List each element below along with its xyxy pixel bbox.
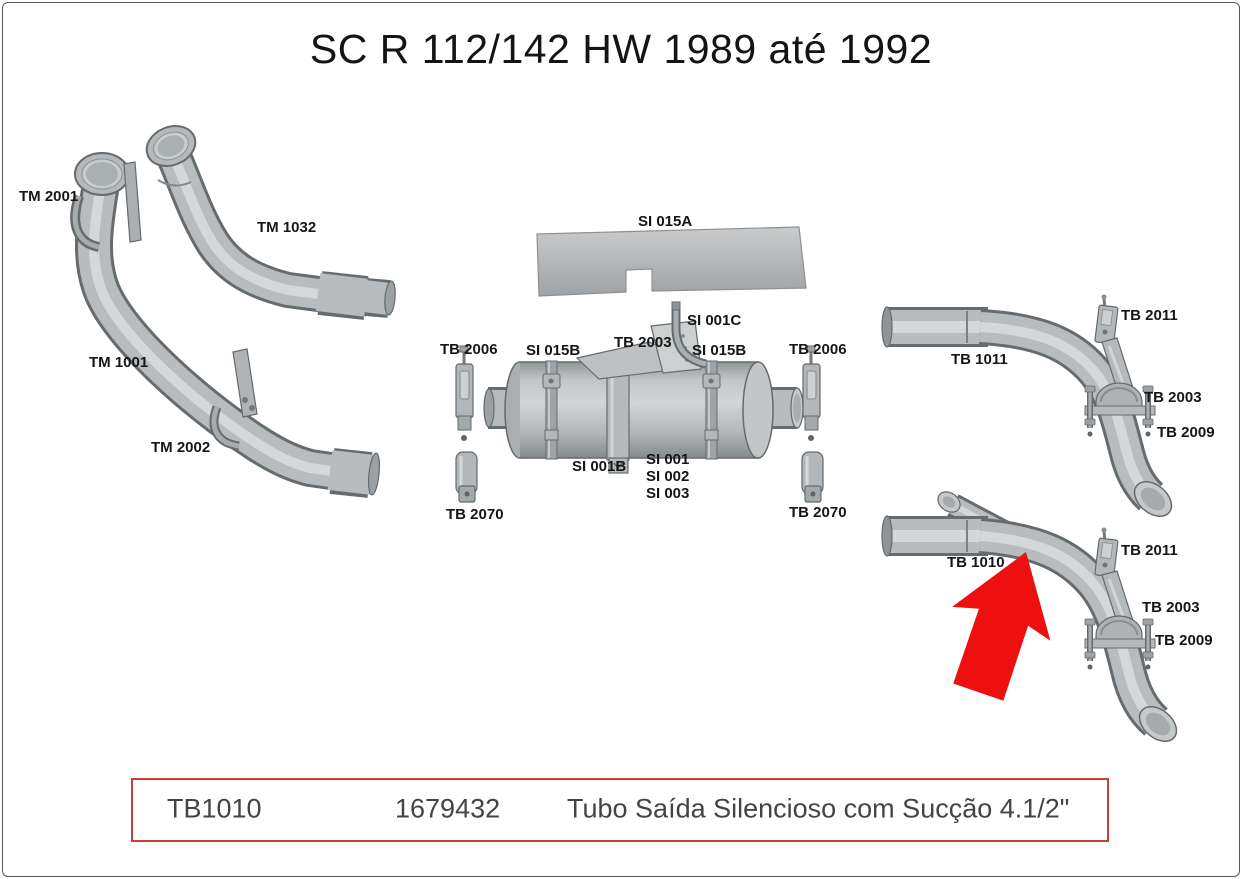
heat-shield-si-015a [536,226,807,297]
part-label-si-001c: SI 001C [687,312,742,329]
page-title: SC R 112/142 HW 1989 até 1992 [309,26,933,72]
part-label-tb-2009-lower: TB 2009 [1155,632,1213,649]
part-label-tb-2070-left: TB 2070 [446,506,504,523]
part-label-tb-1010: TB 1010 [947,554,1005,571]
part-label-si-001: SI 001 [646,451,690,468]
part-code: TB1010 [167,793,262,824]
clamp-tb-2006-right [801,344,822,443]
band-si-015b-right [702,360,721,460]
clamp-tm-2001 [70,161,142,252]
part-table-row: TB1010 1679432 Tubo Saída Silencioso com… [131,778,1109,842]
pipe-tb-1010 [881,491,1178,742]
clamp-tm-2002 [209,348,258,451]
part-label-si-015b-left: SI 015B [526,342,581,359]
part-label-tm-1001: TM 1001 [89,354,149,371]
strap-tb-2070-left [454,450,479,504]
part-label-tb-2006-right: TB 2006 [789,341,847,358]
strap-tb-2070-right [800,450,825,504]
part-label-si-003: SI 003 [646,485,690,502]
band-si-015b-left [542,360,561,460]
part-label-si-002: SI 002 [646,468,690,485]
part-label-si-015b-right: SI 015B [692,342,747,359]
part-description: Tubo Saída Silencioso com Sucção 4.1/2" [567,793,1070,824]
part-label-si-015a: SI 015A [638,213,693,230]
strap-si-001b [606,359,630,474]
part-label-tb-1011: TB 1011 [951,351,1008,368]
part-number: 1679432 [395,793,501,824]
muffler-si-001 [483,361,804,459]
part-label-tm-2001: TM 2001 [19,188,79,205]
rod-si-001c [671,301,708,369]
pipe-tm-1032 [145,125,396,320]
part-label-tb-2003-center: TB 2003 [614,334,672,351]
highlight-arrow [952,552,1051,701]
part-label-tm-2002: TM 2002 [151,439,211,456]
part-label-tb-2003-upper: TB 2003 [1144,389,1202,406]
part-label-tb-2011-upper: TB 2011 [1121,307,1178,324]
highlight-arrow-shape [952,552,1051,701]
part-label-tb-2006-left: TB 2006 [440,341,498,358]
part-label-tb-2070-right: TB 2070 [789,504,847,521]
part-label-tm-1032: TM 1032 [257,219,317,236]
part-label-tb-2003-lower: TB 2003 [1142,599,1200,616]
part-label-si-001b: SI 001B [572,458,627,475]
part-label-tb-2009-upper: TB 2009 [1157,424,1215,441]
clamp-tb-2006-left [454,344,475,443]
part-label-tb-2011-lower: TB 2011 [1121,542,1178,559]
